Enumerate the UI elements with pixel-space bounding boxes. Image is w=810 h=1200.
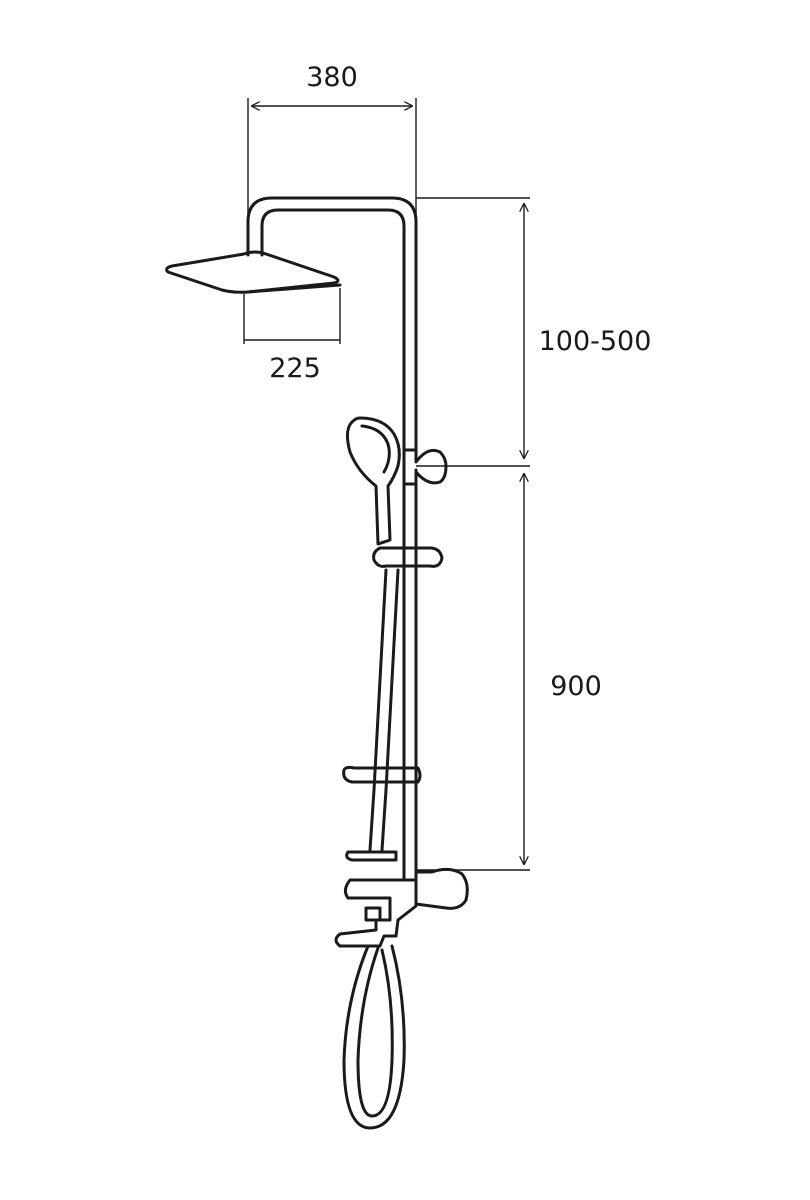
dim-label-225: 225 bbox=[269, 353, 321, 384]
lower-small-bracket bbox=[345, 850, 398, 862]
dim-label-380: 380 bbox=[306, 62, 358, 93]
lower-wall-bracket bbox=[414, 867, 469, 910]
shower-column bbox=[165, 196, 469, 1130]
hose-loop bbox=[342, 944, 406, 1130]
mixer-diverter bbox=[364, 906, 382, 922]
hand-shower-holder bbox=[372, 546, 444, 568]
upper-soap-dish bbox=[342, 765, 422, 784]
dim-label-900: 900 bbox=[550, 671, 602, 702]
hose-left bbox=[372, 568, 388, 792]
dim-label-100-500: 100-500 bbox=[539, 326, 652, 357]
hose-loop-inner bbox=[356, 946, 394, 1118]
hand-shower-face bbox=[360, 424, 391, 474]
hose-lower-left bbox=[368, 788, 376, 852]
mixer-body bbox=[334, 878, 418, 948]
overhead-arm-outer bbox=[246, 196, 418, 460]
hand-shower-head bbox=[345, 416, 401, 546]
overhead-arm-inner bbox=[260, 208, 406, 460]
upper-wall-bracket bbox=[402, 448, 448, 486]
dimension-lines bbox=[243, 98, 530, 871]
shower-head-bottom-edge bbox=[246, 283, 342, 294]
hose-lower-right bbox=[380, 788, 388, 852]
hose-right bbox=[384, 568, 400, 792]
